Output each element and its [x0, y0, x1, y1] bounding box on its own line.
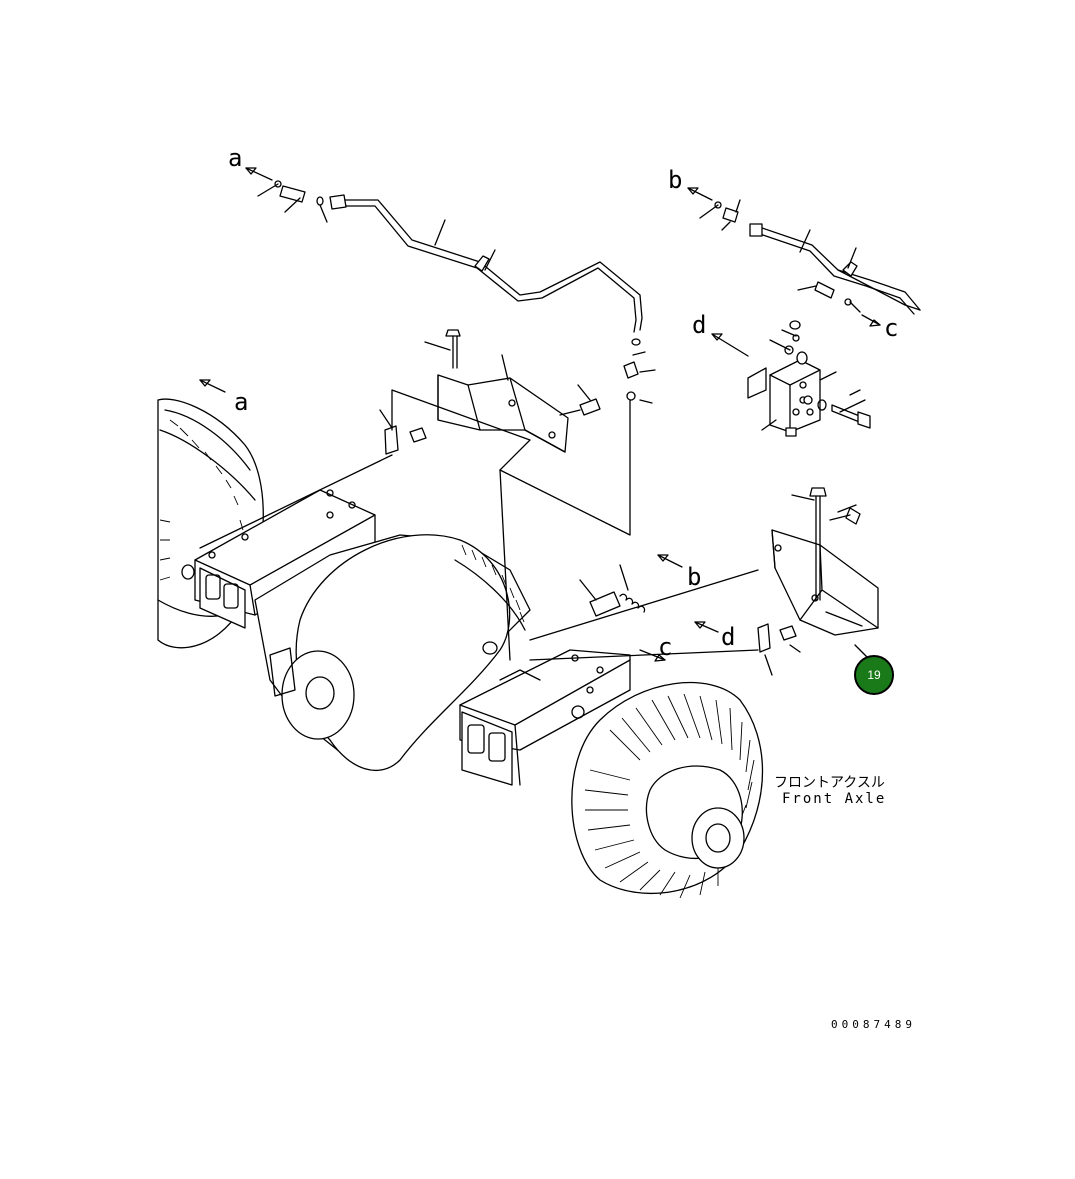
- part-number-badge[interactable]: 19: [854, 655, 894, 695]
- brake-pipe-b-c: [687, 187, 921, 327]
- right-axle-mount: [459, 649, 631, 786]
- callout-label-b-top: b: [668, 166, 682, 194]
- callout-label-d-top: d: [692, 311, 706, 339]
- callout-label-c-top: c: [884, 314, 898, 342]
- callout-label-d-center: d: [721, 623, 735, 651]
- badge-number: 19: [867, 668, 881, 682]
- upper-bracket: [199, 329, 656, 661]
- callout-label-a-left: a: [234, 388, 248, 416]
- assembly-label-english: Front Axle: [782, 791, 886, 807]
- drawing-number: 00087489: [831, 1018, 916, 1031]
- callout-label-b-center: b: [687, 563, 701, 591]
- valve-block: [711, 320, 871, 437]
- assembly-label-japanese: フロントアクスル: [774, 775, 885, 791]
- callout-label-a-top: a: [228, 144, 242, 172]
- callout-label-c-center: c: [658, 633, 672, 661]
- spring-and-pin: [529, 564, 759, 661]
- callout-arrows: [199, 379, 719, 662]
- brake-pipe-a: [245, 167, 643, 333]
- axle-housing: [254, 534, 531, 771]
- guard-bracket-19: [757, 487, 879, 676]
- right-wheel-hub: [571, 682, 764, 899]
